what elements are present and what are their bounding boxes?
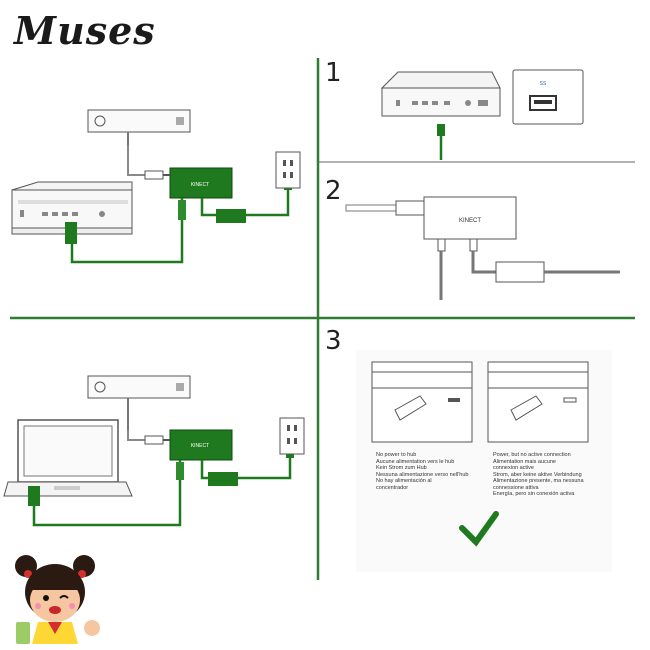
power-no-connection-caption: Power, but no active connection Alimenta… (493, 452, 584, 497)
no-power-caption: No power to hub Aucune alimentation vers… (376, 452, 469, 491)
wall-outlet-icon (275, 151, 301, 189)
kinect-adapter-icon: KINECT (169, 429, 233, 461)
wall-outlet-icon (279, 417, 305, 455)
kinect-sensor-icon (87, 375, 191, 430)
checkmark-icon (459, 511, 499, 547)
mascot-icon (15, 555, 100, 644)
step-number-2: 2 (325, 176, 342, 206)
xbox-console-icon (380, 71, 501, 117)
step-number-1: 1 (325, 58, 342, 88)
adapter-label: KINECT (191, 182, 209, 188)
laptop-icon (3, 419, 133, 497)
kinect-sensor-icon (87, 109, 191, 145)
adapter-closeup-left (371, 361, 473, 443)
step-number-3: 3 (325, 326, 342, 356)
brand-logo-text: Muses (14, 8, 156, 53)
kinect-adapter-icon: KINECT (169, 167, 233, 199)
adapter-label: KINECT (459, 218, 481, 224)
usb-label: SS (540, 81, 547, 87)
adapter-closeup-right (487, 361, 589, 443)
kinect-adapter-outline (423, 196, 517, 240)
adapter-label: KINECT (191, 443, 209, 449)
